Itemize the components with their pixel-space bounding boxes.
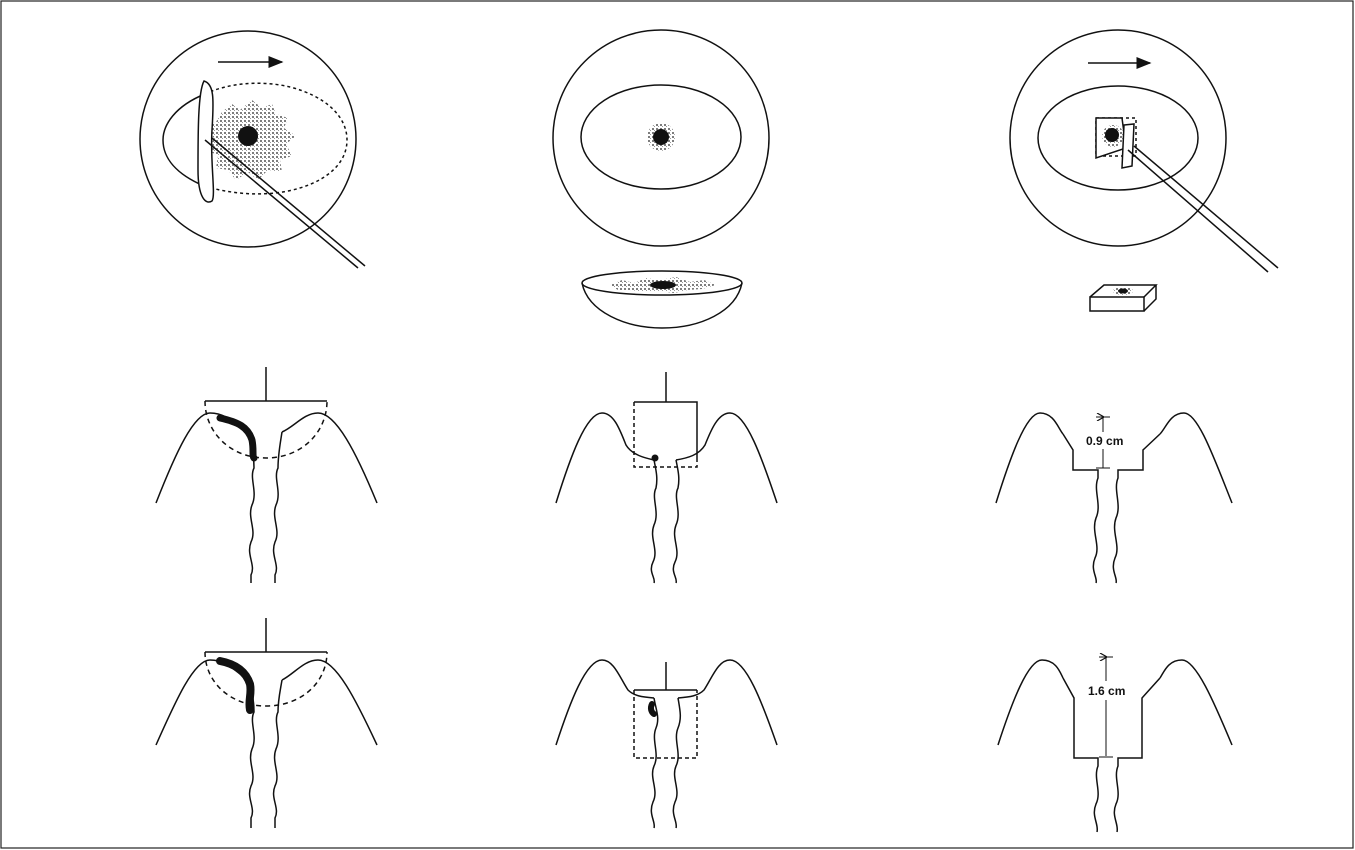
excision-line — [205, 401, 327, 458]
cervix-lip-left — [556, 660, 654, 745]
lesion-core — [238, 126, 258, 146]
section-row3-center — [556, 660, 777, 828]
cervix-lip-left — [996, 413, 1063, 503]
canal-wall-right — [274, 680, 282, 828]
canal-wall-left — [651, 460, 657, 583]
canal-wall-left — [651, 698, 657, 828]
excision-edge-left — [1063, 678, 1098, 832]
lesion-dot — [651, 704, 654, 714]
cervix-lip-right — [282, 413, 377, 503]
lesion-band — [220, 661, 251, 710]
canal-wall-right — [673, 698, 680, 828]
block-specimen-side — [1144, 285, 1156, 311]
lesion-dot — [652, 455, 659, 462]
section-row3-left — [156, 618, 377, 828]
cervix-lip-left — [998, 660, 1063, 745]
cervix-lip-right — [678, 660, 777, 745]
cervix-lip-left — [156, 660, 248, 745]
section-row2-left — [156, 367, 377, 583]
block-core — [1118, 289, 1128, 294]
excision-edge-right — [1113, 434, 1160, 583]
excision-edge-left — [1063, 434, 1098, 583]
cervix-lip-right — [282, 660, 377, 745]
excision-edge-right — [1114, 678, 1160, 832]
loop-electrode-small — [1122, 124, 1134, 168]
lesion-core — [653, 129, 669, 145]
excision-box-solid — [634, 402, 697, 462]
lesion-core — [1105, 128, 1119, 142]
canal-wall-right — [274, 432, 282, 583]
cervix-lip-right — [1160, 660, 1232, 745]
block-specimen-front — [1090, 297, 1144, 311]
cervix-lip-left — [556, 413, 654, 503]
specimen-core — [650, 281, 676, 289]
electrode-shaft-a — [1128, 150, 1268, 272]
electrode-shaft-b — [1134, 146, 1278, 268]
measurement-label-1-6: 1.6 cm — [1088, 684, 1125, 698]
canal-wall-right — [673, 460, 679, 583]
cervix-lip-right — [1160, 413, 1232, 503]
panel-top-right — [1010, 30, 1278, 311]
cervix-lip-right — [676, 413, 777, 503]
panel-top-left — [140, 31, 365, 268]
section-row2-center — [556, 372, 777, 583]
measurement-label-0-9: 0.9 cm — [1086, 434, 1123, 448]
excision-box-dashed — [634, 690, 697, 758]
cervix-lip-left — [156, 413, 248, 503]
panel-top-center — [553, 30, 769, 328]
